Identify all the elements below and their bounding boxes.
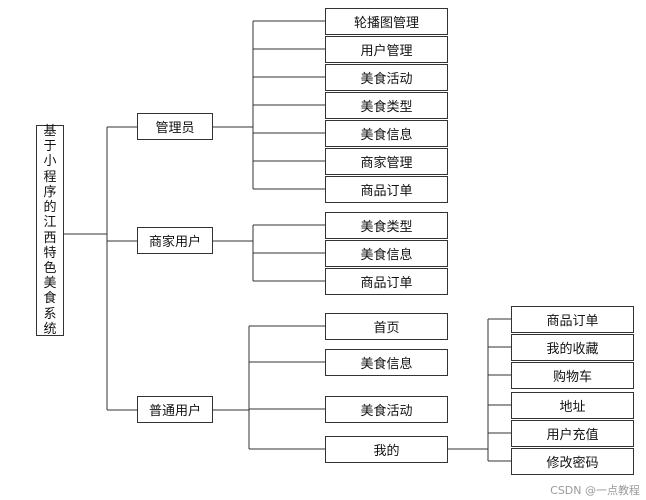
admin-item-label: 美食类型	[360, 100, 413, 115]
user-item-home: 首页	[325, 313, 448, 340]
merchant-item-label: 美食类型	[360, 220, 413, 235]
admin-item-food-types: 美食类型	[325, 92, 448, 119]
root-label-char: 色	[43, 260, 57, 276]
root-label-char: 统	[43, 321, 57, 337]
admin-item-product-orders: 商品订单	[325, 176, 448, 203]
admin-item-label: 美食信息	[360, 128, 413, 143]
user-item-label: 首页	[373, 321, 400, 336]
root-label: 基于小程序的江西特色美食系统	[43, 124, 56, 337]
root-label-char: 江	[43, 215, 57, 231]
mine-item-label: 用户充值	[546, 428, 599, 443]
root-label-char: 特	[43, 245, 57, 261]
branch-user-label: 普通用户	[148, 404, 201, 419]
admin-item-food-events: 美食活动	[325, 64, 448, 91]
root-label-char: 基	[43, 124, 57, 140]
merchant-item-label: 商品订单	[360, 276, 413, 291]
root-label-char: 西	[43, 230, 57, 246]
admin-item-merchant-management: 商家管理	[325, 148, 448, 175]
mine-item-cart: 购物车	[511, 362, 634, 389]
root-label-char: 程	[43, 169, 57, 185]
root-label-char: 美	[43, 276, 57, 292]
admin-item-food-info: 美食信息	[325, 120, 448, 147]
admin-item-label: 用户管理	[360, 44, 413, 59]
admin-item-user-management: 用户管理	[325, 36, 448, 63]
admin-item-carousel-management: 轮播图管理	[325, 8, 448, 35]
mine-item-favorites: 我的收藏	[511, 334, 634, 361]
mine-item-address: 地址	[511, 392, 634, 419]
branch-user: 普通用户	[137, 396, 213, 423]
user-item-label: 美食信息	[360, 357, 413, 372]
admin-item-label: 轮播图管理	[353, 16, 419, 31]
user-item-label: 美食活动	[360, 404, 413, 419]
merchant-item-product-orders: 商品订单	[325, 268, 448, 295]
admin-item-label: 美食活动	[360, 72, 413, 87]
merchant-item-food-info: 美食信息	[325, 240, 448, 267]
branch-merchant-label: 商家用户	[148, 235, 201, 250]
watermark: CSDN @一点教程	[550, 484, 640, 497]
admin-item-label: 商品订单	[360, 184, 413, 199]
mine-item-label: 修改密码	[546, 456, 599, 471]
merchant-item-food-types: 美食类型	[325, 212, 448, 239]
root-node: 基于小程序的江西特色美食系统	[36, 124, 64, 337]
mine-item-recharge: 用户充值	[511, 420, 634, 447]
user-item-food-events: 美食活动	[325, 396, 448, 423]
merchant-item-label: 美食信息	[360, 248, 413, 263]
mine-item-label: 商品订单	[546, 314, 599, 329]
root-label-char: 小	[43, 154, 57, 170]
branch-admin-label: 管理员	[155, 121, 195, 136]
user-item-food-info: 美食信息	[325, 349, 448, 376]
branch-merchant: 商家用户	[137, 227, 213, 254]
branch-admin: 管理员	[137, 113, 213, 140]
root-label-char: 的	[43, 200, 57, 216]
root-label-char: 序	[43, 184, 57, 200]
root-label-char: 食	[43, 291, 57, 307]
user-item-mine: 我的	[325, 436, 448, 463]
mine-item-product-orders: 商品订单	[511, 306, 634, 333]
user-item-label: 我的	[373, 444, 400, 459]
root-label-char: 系	[43, 306, 57, 322]
mine-item-change-password: 修改密码	[511, 448, 634, 475]
admin-item-label: 商家管理	[360, 156, 413, 171]
mine-item-label: 我的收藏	[546, 342, 599, 357]
mine-item-label: 购物车	[552, 370, 592, 385]
mine-item-label: 地址	[559, 400, 586, 415]
root-label-char: 于	[43, 139, 57, 155]
